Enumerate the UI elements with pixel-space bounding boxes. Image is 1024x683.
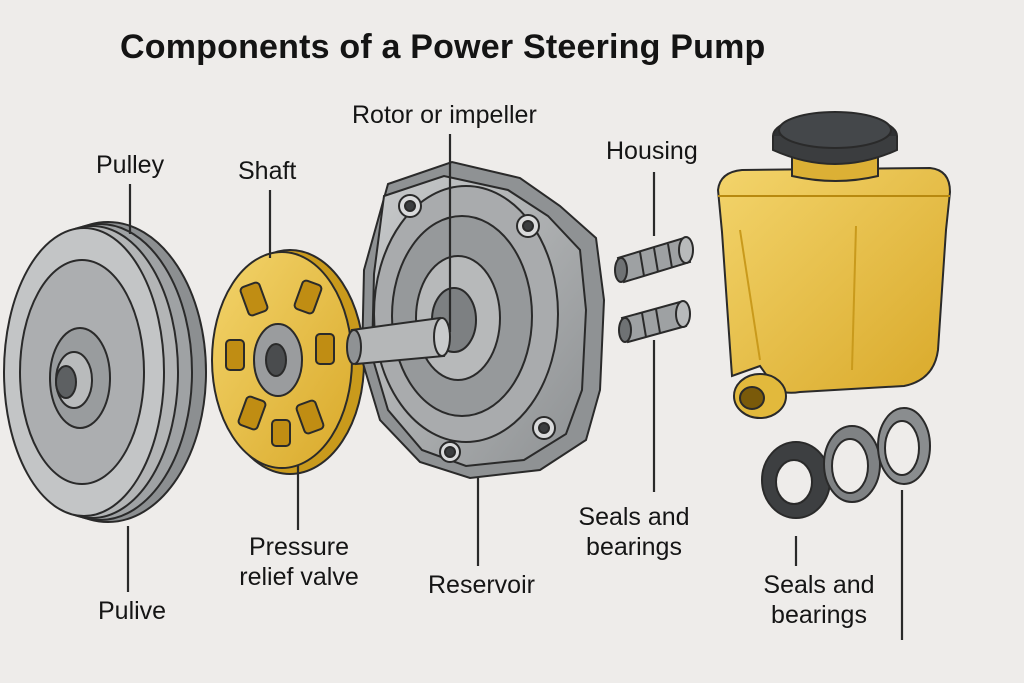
label-reservoir: Reservoir xyxy=(428,571,535,599)
label-seals-middle-line1: Seals and xyxy=(578,503,690,531)
pump-housing xyxy=(360,160,606,480)
label-seals-middle-line2: bearings xyxy=(586,533,682,561)
label-shaft: Shaft xyxy=(238,157,297,185)
pulley xyxy=(3,221,207,523)
label-seals-right-line1: Seals and xyxy=(763,571,875,599)
label-pressure-relief-valve-line2: relief valve xyxy=(239,563,359,591)
rotor-disc xyxy=(211,249,365,475)
seal-rings xyxy=(761,407,931,519)
shaft xyxy=(346,316,451,366)
fittings xyxy=(614,236,694,344)
reservoir-tank xyxy=(716,111,952,419)
label-pulley-bottom: Pulive xyxy=(98,597,167,625)
leader-lines xyxy=(126,134,904,640)
diagram-title: Components of a Power Steering Pump xyxy=(120,28,766,66)
label-pulley: Pulley xyxy=(96,151,165,179)
label-seals-and-bearings-right: Seals and bearings xyxy=(758,570,880,630)
label-pressure-relief-valve-line1: Pressure xyxy=(248,533,350,561)
label-pressure-relief-valve: Pressure relief valve xyxy=(226,532,372,592)
label-housing: Housing xyxy=(606,137,698,165)
label-rotor-or-impeller: Rotor or impeller xyxy=(352,101,537,129)
label-seals-right-line2: bearings xyxy=(771,601,867,629)
label-seals-and-bearings-middle: Seals and bearings xyxy=(574,502,694,562)
